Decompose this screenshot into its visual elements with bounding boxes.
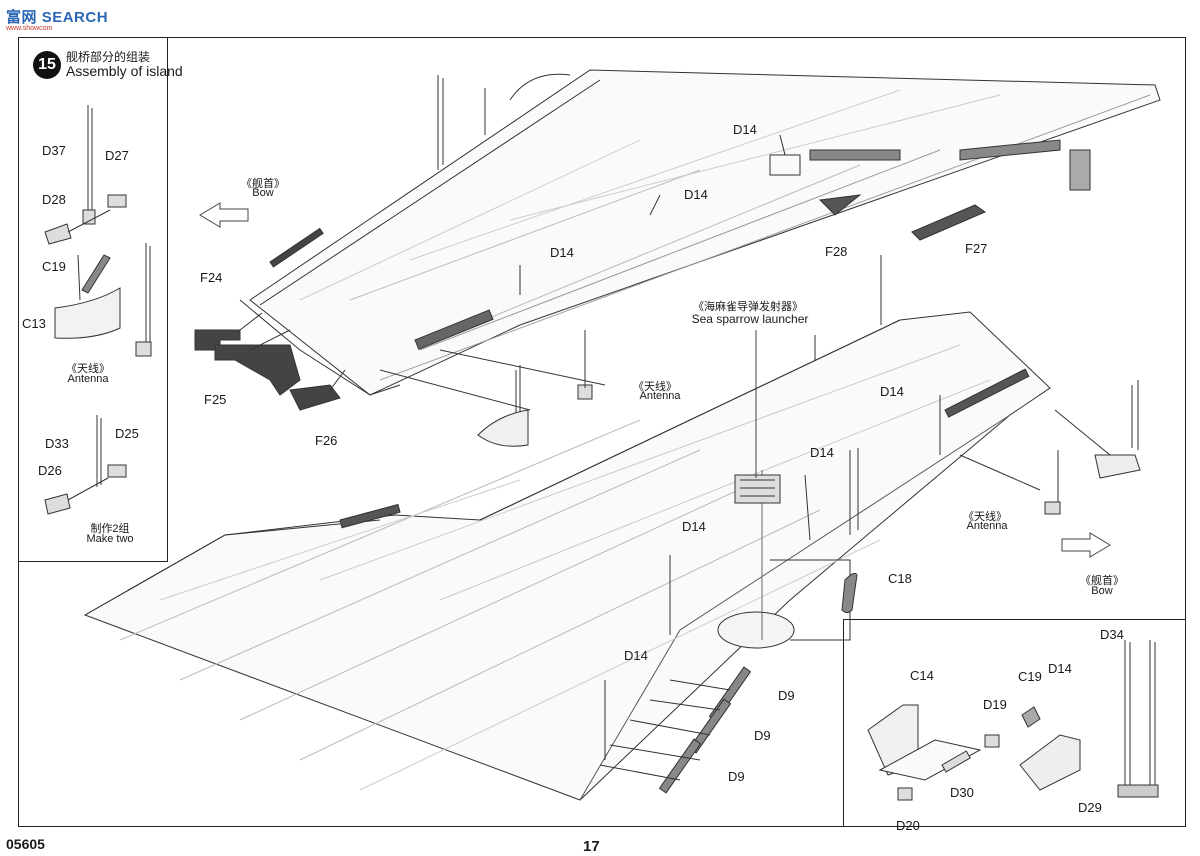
site-watermark: 富网 SEARCH [6, 9, 109, 26]
label-D20: D20 [896, 818, 920, 833]
label-F25: F25 [204, 392, 227, 407]
part-C18 [841, 572, 858, 613]
antenna1-en: Antenna [639, 390, 681, 402]
label-C19-br: C19 [1018, 669, 1042, 684]
label-D26: D26 [38, 463, 62, 478]
label-D33: D33 [45, 436, 69, 451]
antenna-label-en: Antenna [67, 373, 109, 385]
sea-sparrow-label-cn: 《海麻雀导弹发射器》 [693, 301, 803, 313]
label-D14-f: D14 [682, 519, 706, 534]
label-D19: D19 [983, 697, 1007, 712]
label-F26: F26 [315, 433, 338, 448]
make-two-en: Make two [86, 533, 134, 545]
label-D14-br: D14 [1048, 661, 1072, 676]
label-C19: C19 [42, 259, 66, 274]
label-D28: D28 [42, 192, 66, 207]
site-watermark-url: www.showcom [6, 25, 53, 32]
label-D14-g: D14 [624, 648, 648, 663]
label-D29: D29 [1078, 800, 1102, 815]
label-D37: D37 [42, 143, 66, 158]
lower-deck-outline [83, 311, 1051, 801]
part-F27 [911, 204, 987, 241]
label-D14-b: D14 [684, 187, 708, 202]
sea-sparrow-launcher [734, 474, 781, 504]
bow-arrow-upper [199, 202, 249, 228]
label-C14: C14 [910, 668, 934, 683]
label-D30: D30 [950, 785, 974, 800]
page-number: 17 [583, 838, 600, 855]
antenna1-cn: 《天线》 [633, 381, 677, 393]
label-D25: D25 [115, 426, 139, 441]
step-title-en: Assembly of island [66, 63, 183, 79]
bow-bottom-cn: 《舰首》 [1080, 575, 1124, 587]
label-F24: F24 [200, 270, 223, 285]
label-D34: D34 [1100, 627, 1124, 642]
antenna-label-cn: 《天线》 [66, 363, 110, 375]
label-C13: C13 [22, 316, 46, 331]
antenna2-cn: 《天线》 [963, 511, 1007, 523]
step-title-cn: 舰桥部分的组装 [66, 50, 151, 64]
label-D9-2: D9 [754, 728, 771, 743]
page-frame [18, 37, 1186, 827]
label-F27: F27 [965, 241, 988, 256]
upper-deck-outline [249, 69, 1161, 396]
bow-bottom-en: Bow [1091, 585, 1113, 597]
label-D9-3: D9 [728, 769, 745, 784]
part-F28 [818, 194, 862, 216]
label-D14-d: D14 [880, 384, 904, 399]
step-number-badge: 15 [33, 51, 61, 79]
part-F25 [214, 344, 301, 396]
label-F28: F28 [825, 244, 848, 259]
bow-top-en: Bow [252, 187, 274, 199]
make-two-cn: 制作2组 [90, 523, 130, 535]
label-D14-c: D14 [550, 245, 574, 260]
label-D27: D27 [105, 148, 129, 163]
bow-arrow-lower [1061, 532, 1111, 558]
label-D14-a: D14 [733, 122, 757, 137]
label-C18: C18 [888, 571, 912, 586]
antenna2-en: Antenna [966, 520, 1008, 532]
part-F26 [289, 384, 341, 411]
bottom-right-detail-panel [843, 619, 1186, 827]
left-detail-panel [18, 37, 168, 562]
bow-top-cn: 《舰首》 [241, 178, 285, 190]
product-code: 05605 [6, 836, 45, 852]
label-D14-e: D14 [810, 445, 834, 460]
sea-sparrow-label-en: Sea sparrow launcher [691, 312, 809, 326]
part-D9-3 [658, 738, 702, 794]
label-D9-1: D9 [778, 688, 795, 703]
